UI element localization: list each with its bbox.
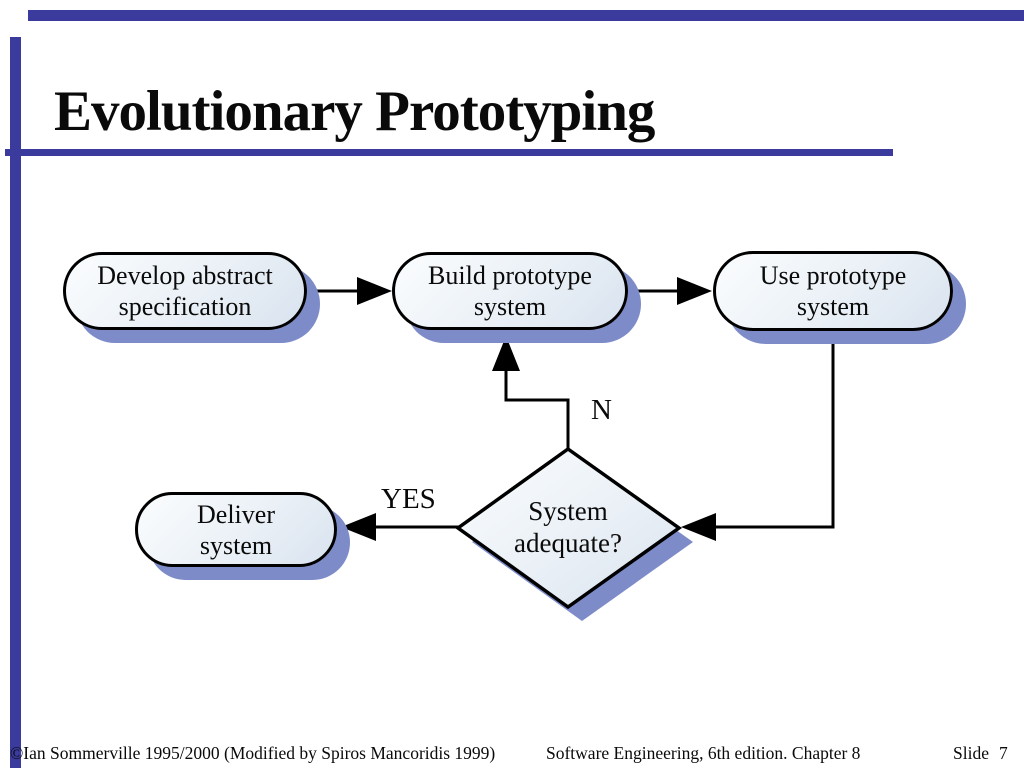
node-build-prototype-system: Build prototype system xyxy=(392,252,628,330)
edge-build-to-use xyxy=(629,277,712,305)
title-underline-rule xyxy=(5,149,893,156)
footer-copyright: ©Ian Sommerville 1995/2000 (Modified by … xyxy=(10,743,496,763)
node-deliver-system: Deliver system xyxy=(135,492,337,567)
edge-label-yes: YES xyxy=(381,483,436,515)
edge-decision-no-to-build xyxy=(492,336,570,450)
node-label-line: Deliver xyxy=(197,499,275,529)
node-use-prototype-system: Use prototype system xyxy=(713,251,953,331)
left-border-bar xyxy=(10,37,21,768)
edge-label-no: N xyxy=(591,394,612,426)
node-label-line: Develop abstract xyxy=(97,261,273,290)
edge-decision-yes-to-deliver xyxy=(341,513,459,541)
footer-book-reference: Software Engineering, 6th edition. Chapt… xyxy=(546,743,861,763)
top-border-bar xyxy=(28,10,1024,21)
node-label-line: system xyxy=(199,530,273,560)
slide-number-value: 7 xyxy=(998,743,1008,763)
footer-slide-number: Slide 7 xyxy=(953,743,1008,764)
slide-title: Evolutionary Prototyping xyxy=(54,80,655,143)
node-develop-abstract-specification: Develop abstract specification xyxy=(63,252,307,330)
node-label-line: Use prototype xyxy=(759,261,907,290)
slide-number-label: Slide xyxy=(953,743,989,763)
node-label-line: Build prototype xyxy=(428,261,592,290)
node-label-line: system xyxy=(473,292,547,321)
node-label-line: System xyxy=(528,496,608,526)
decision-diamond-label: System adequate? xyxy=(478,495,658,559)
node-label-line: specification xyxy=(118,292,252,321)
edge-develop-to-build xyxy=(308,277,392,305)
edge-use-to-decision xyxy=(681,333,835,541)
node-label-line: adequate? xyxy=(514,528,622,558)
node-label-line: system xyxy=(796,292,870,321)
